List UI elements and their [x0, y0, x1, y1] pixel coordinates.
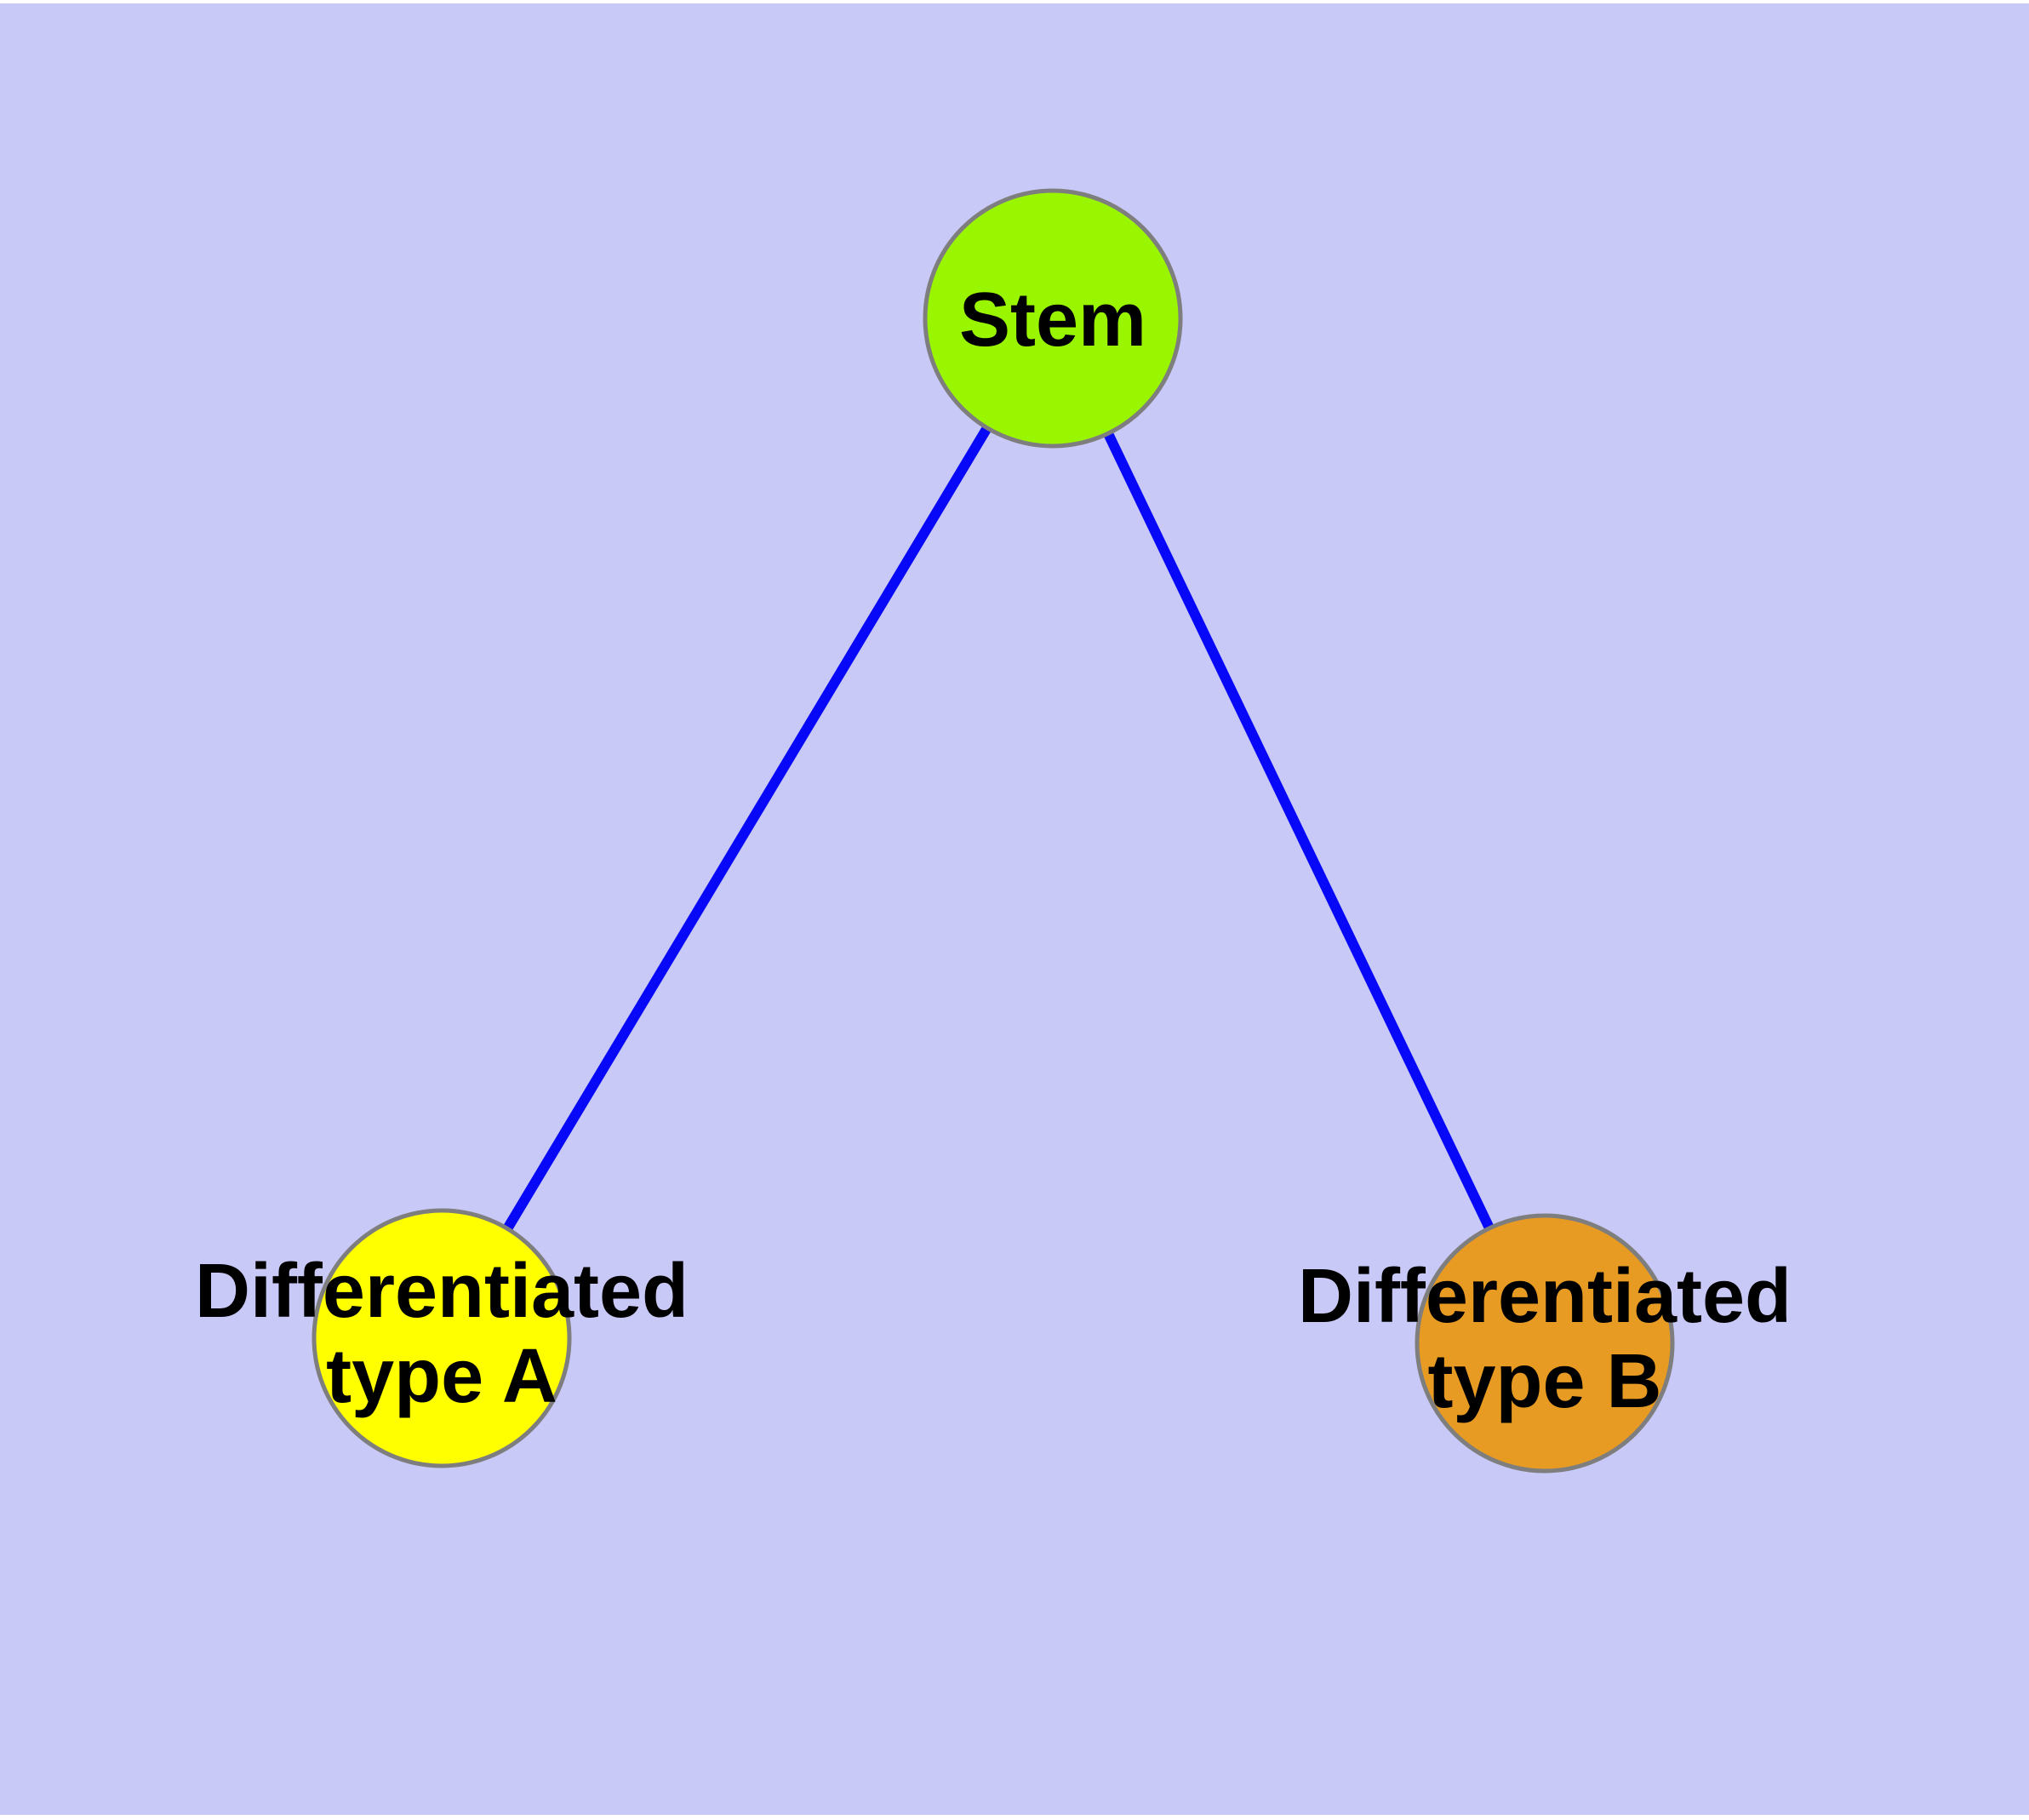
node-label-line: type B: [1427, 1339, 1661, 1424]
node-label-line: Differentiated: [195, 1249, 689, 1334]
edges-layer: [437, 315, 1550, 1346]
node-label-line: type A: [326, 1334, 557, 1419]
node-label-stem: Stem: [959, 278, 1146, 363]
node-circle-type-a: [311, 1208, 572, 1468]
node-circle-type-b: [1415, 1213, 1675, 1474]
node-circle-stem: [923, 188, 1183, 449]
edge-stem-to-type-a: [437, 315, 1058, 1342]
edge-stem-to-type-b: [1048, 316, 1550, 1346]
node-label-line: Differentiated: [1298, 1254, 1792, 1339]
nodes-layer: [311, 188, 1675, 1474]
node-label-line: Stem: [959, 278, 1146, 363]
